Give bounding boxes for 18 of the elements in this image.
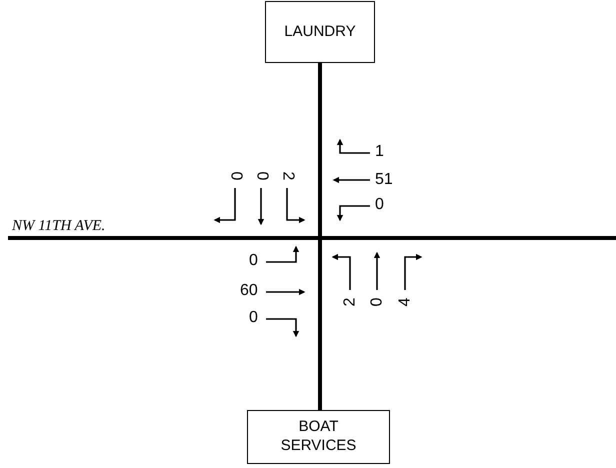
traffic-count: 60 — [240, 283, 258, 299]
traffic-count: 4 — [396, 298, 413, 306]
building-name: LAUNDRY — [283, 22, 357, 42]
street-name: NW 11TH AVE. — [12, 219, 106, 234]
traffic-count: 2 — [342, 298, 358, 306]
traffic-count: 51 — [375, 172, 393, 188]
traffic-count: 0 — [252, 172, 269, 180]
traffic-count: 2 — [278, 172, 295, 180]
building-name: BOAT SERVICES — [280, 418, 358, 456]
road-line — [318, 63, 322, 410]
traffic-count: 0 — [249, 310, 258, 326]
traffic-count: 0 — [368, 298, 385, 306]
building-box — [265, 1, 375, 63]
traffic-count: 0 — [375, 197, 384, 213]
traffic-count: 1 — [375, 144, 384, 160]
building-box — [247, 410, 390, 464]
traffic-count: 0 — [249, 253, 258, 269]
traffic-count: 0 — [226, 172, 243, 180]
